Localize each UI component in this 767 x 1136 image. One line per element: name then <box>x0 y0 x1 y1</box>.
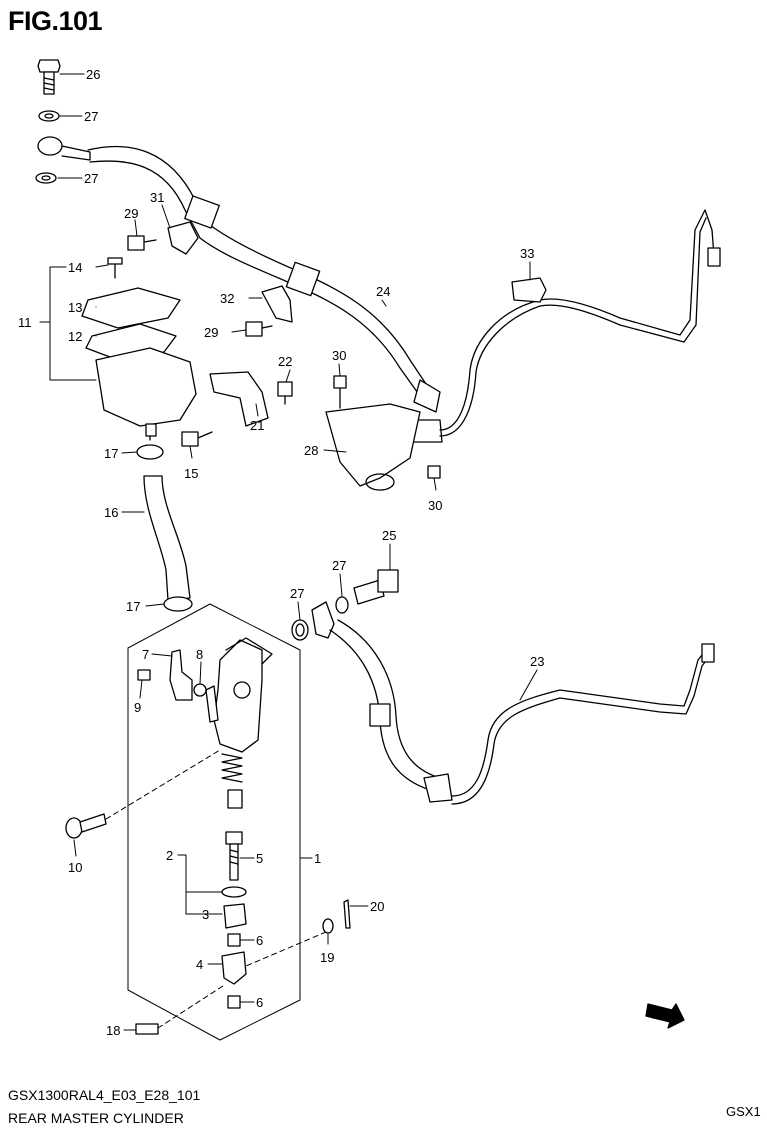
callout-28: 28 <box>304 443 318 458</box>
callout-7: 7 <box>142 647 149 662</box>
reservoir-cap-13 <box>81 287 181 329</box>
o-ring-8 <box>193 683 207 697</box>
bracket-21 <box>209 371 269 427</box>
boot-3 <box>223 903 247 929</box>
nut-6-lower <box>227 995 241 1009</box>
callout-23: 23 <box>530 654 544 669</box>
clip-17-upper <box>136 444 164 460</box>
bolt-29-upper <box>127 235 157 251</box>
callout-5: 5 <box>256 851 263 866</box>
bolt-30-lower <box>427 465 441 479</box>
callout-27-a: 27 <box>84 109 98 124</box>
callout-2: 2 <box>166 848 173 863</box>
callout-27-c: 27 <box>332 558 346 573</box>
piston <box>227 789 243 809</box>
nut-6-upper <box>227 933 241 947</box>
fwd-arrow-icon: F <box>645 1003 685 1029</box>
figure-code: GSX1300RAL4_E03_E28_101 <box>8 1087 201 1103</box>
callout-17-b: 17 <box>126 599 140 614</box>
callout-16: 16 <box>104 505 118 520</box>
callout-30-b: 30 <box>428 498 442 513</box>
callout-20: 20 <box>370 899 384 914</box>
master-cylinder-body <box>213 639 263 753</box>
callout-32: 32 <box>220 291 234 306</box>
bolt-26 <box>37 59 61 95</box>
callout-17-a: 17 <box>104 446 118 461</box>
hose-23 <box>291 601 453 803</box>
callout-27-d: 27 <box>290 586 304 601</box>
screw-9 <box>137 669 151 681</box>
callout-27-b: 27 <box>84 171 98 186</box>
hose-24 <box>37 136 443 443</box>
callout-1: 1 <box>314 851 321 866</box>
assembly-box-1 <box>127 603 301 1041</box>
washer-27-lower-right <box>335 596 349 614</box>
callout-15: 15 <box>184 466 198 481</box>
callout-29-a: 29 <box>124 206 138 221</box>
callout-22: 22 <box>278 354 292 369</box>
washer-27-mid <box>35 172 57 184</box>
pipe-end-lower <box>701 643 715 663</box>
washer-27-lower-left <box>295 623 305 637</box>
figure-title: FIG.101 <box>8 6 103 36</box>
callout-13: 13 <box>68 300 82 315</box>
callout-8: 8 <box>196 647 203 662</box>
callout-labels: 26 27 27 29 31 14 13 11 12 32 29 24 33 3… <box>18 67 544 1038</box>
callout-25: 25 <box>382 528 396 543</box>
callout-19: 19 <box>320 950 334 965</box>
callout-6-b: 6 <box>256 995 263 1010</box>
washer-27-top <box>38 110 60 122</box>
callout-4: 4 <box>196 957 203 972</box>
clip-17-lower <box>163 596 193 612</box>
bolt-25 <box>353 569 399 605</box>
bolt-15 <box>181 431 213 447</box>
callout-24: 24 <box>376 284 390 299</box>
callout-6-a: 6 <box>256 933 263 948</box>
svg-text:F: F <box>652 1013 656 1020</box>
callout-31: 31 <box>150 190 164 205</box>
bolt-22 <box>277 381 293 405</box>
brake-pipe-lower <box>451 649 709 805</box>
callout-12: 12 <box>68 329 82 344</box>
model-label: GSX1 <box>726 1104 761 1119</box>
clamp-31 <box>167 221 199 255</box>
callout-3: 3 <box>202 907 209 922</box>
bolt-29-lower <box>245 321 273 337</box>
pin-18 <box>135 983 227 1035</box>
clamp-33 <box>511 277 547 303</box>
bolt-10 <box>65 813 107 839</box>
circlip <box>221 886 247 898</box>
callout-26: 26 <box>86 67 100 82</box>
cotter-pin-20 <box>343 899 351 929</box>
figure-name: REAR MASTER CYLINDER <box>8 1110 184 1126</box>
reservoir-body <box>95 347 197 427</box>
callout-14: 14 <box>68 260 82 275</box>
spring <box>221 753 243 783</box>
brake-pipe-upper <box>439 209 721 437</box>
washer-19 <box>322 918 334 934</box>
callout-33: 33 <box>520 246 534 261</box>
callout-10: 10 <box>68 860 82 875</box>
callout-29-b: 29 <box>204 325 218 340</box>
callout-18: 18 <box>106 1023 120 1038</box>
clevis-4 <box>221 951 247 985</box>
callout-11: 11 <box>18 315 32 330</box>
connector-7 <box>169 649 193 701</box>
callout-9: 9 <box>134 700 141 715</box>
callout-30-a: 30 <box>332 348 346 363</box>
hose-16 <box>143 475 191 601</box>
bracket-28 <box>325 403 421 487</box>
reservoir-screw-14 <box>107 257 123 279</box>
clamp-32 <box>261 285 293 323</box>
callout-21: 21 <box>250 418 264 433</box>
bolt-30-upper <box>333 375 347 409</box>
